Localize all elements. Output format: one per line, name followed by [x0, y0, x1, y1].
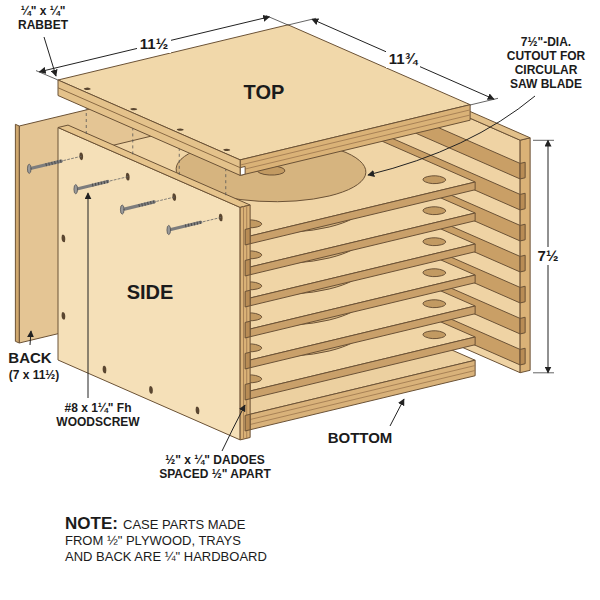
woodscrew: [92, 182, 108, 186]
leader-line: [368, 96, 535, 175]
top-panel: [58, 25, 470, 160]
side-panel: [58, 125, 250, 440]
top-panel: [222, 148, 231, 151]
saw-blade-tray: [245, 182, 475, 245]
top-panel: [58, 80, 240, 175]
leader-line: [44, 37, 56, 76]
top-panel: [240, 115, 470, 170]
top-panel: [240, 105, 470, 176]
side-panel: [58, 128, 240, 440]
side-panel: [240, 205, 250, 440]
side-panel: [245, 383, 250, 400]
grooved-side-panel: [520, 138, 530, 373]
dimension-line: [36, 16, 554, 373]
dimension-line: [533, 140, 554, 141]
woodscrew: [61, 156, 81, 161]
leader-line: [222, 405, 245, 451]
leader-line: [88, 193, 89, 398]
woodscrew: [76, 182, 108, 190]
woodscrew: [138, 202, 154, 206]
part-size: (7 x 11½): [9, 369, 60, 383]
dimension-label: 11½: [137, 35, 171, 52]
top-panel: [240, 110, 470, 165]
grooved-side-panel: [520, 348, 525, 365]
woodscrew: [167, 225, 171, 234]
side-panel: [58, 128, 240, 440]
top-panel: [58, 25, 470, 176]
top-panel: [240, 166, 245, 175]
woodscrew: [201, 218, 221, 223]
note-text: CASE PARTS MADE FROM ½" PLYWOOD, TRAYS A…: [65, 517, 270, 565]
side-panel: [103, 365, 107, 374]
woodscrew: [29, 161, 61, 169]
grooved-side-panel: [520, 286, 525, 303]
top-panel: [176, 128, 185, 131]
woodscrew: [169, 222, 201, 230]
callout-label: ¼" x ¼" RABBET: [5, 5, 81, 33]
saw-blade-tray: [418, 174, 450, 184]
dimension-line: [312, 19, 494, 99]
woodscrew: [74, 185, 78, 194]
callout-label: ½" x ¼" DADOES SPACED ½" APART: [148, 454, 283, 482]
side-panel: [245, 414, 250, 431]
woodscrew: [120, 205, 124, 214]
saw-blade-tray: [245, 182, 475, 245]
dimension-line: [533, 372, 554, 373]
woodscrew: [108, 177, 128, 182]
woodscrew: [185, 222, 201, 226]
side-panel: [240, 205, 250, 440]
grooved-side-panel: [520, 162, 525, 179]
note-heading: NOTE:: [65, 514, 118, 534]
side-panel: [62, 311, 66, 320]
part-name: SIDE: [127, 281, 174, 304]
side-panel: [243, 207, 244, 439]
back-panel: [15, 124, 19, 343]
side-panel: [245, 352, 250, 369]
grooved-side-panel: [520, 193, 525, 210]
grooved-side-panel: [520, 224, 525, 241]
top-panel: [58, 80, 240, 175]
woodscrew: [27, 164, 31, 173]
part-name: TOP: [244, 81, 285, 104]
grooved-side-panel: [520, 255, 525, 272]
leader-line: [30, 331, 31, 345]
back-panel: [15, 124, 19, 343]
dimension-line: [288, 18, 316, 25]
callout-label: 7½"-DIA. CUTOUT FOR CIRCULAR SAW BLADE: [502, 36, 590, 91]
woodscrew: [27, 156, 220, 234]
saw-blade-tray: [418, 236, 450, 246]
saw-blade-tray: [418, 267, 450, 277]
part-name: BOTTOM: [328, 429, 393, 446]
saw-blade-tray: [418, 298, 450, 308]
callout-label: #8 x 1¼" Fh WOODSCREW: [46, 402, 150, 430]
top-panel: [240, 105, 470, 176]
part-name: BACK: [8, 349, 51, 366]
side-panel: [149, 385, 153, 394]
dimension-label: 11¾: [386, 50, 420, 67]
grooved-side-panel: [520, 317, 525, 334]
top-panel: [129, 108, 138, 111]
top-panel: [58, 25, 470, 160]
woodscrew: [45, 161, 61, 165]
woodscrew: [122, 202, 154, 210]
side-panel: [245, 321, 250, 338]
dimension-line: [39, 17, 269, 72]
side-panel: [62, 234, 66, 243]
saw-blade-tray: [418, 329, 450, 339]
side-panel: [245, 228, 250, 245]
top-panel: [58, 88, 240, 168]
side-panel: [245, 259, 250, 276]
side-panel: [196, 406, 200, 415]
side-panel: [245, 290, 250, 307]
leader-line: [390, 399, 404, 426]
leader-line: [30, 37, 535, 451]
grooved-side-panel: [520, 138, 530, 373]
top-panel: [83, 87, 92, 90]
saw-blade-tray: [418, 205, 450, 215]
dimension-label: 7½: [535, 247, 562, 264]
woodscrew: [154, 197, 174, 202]
